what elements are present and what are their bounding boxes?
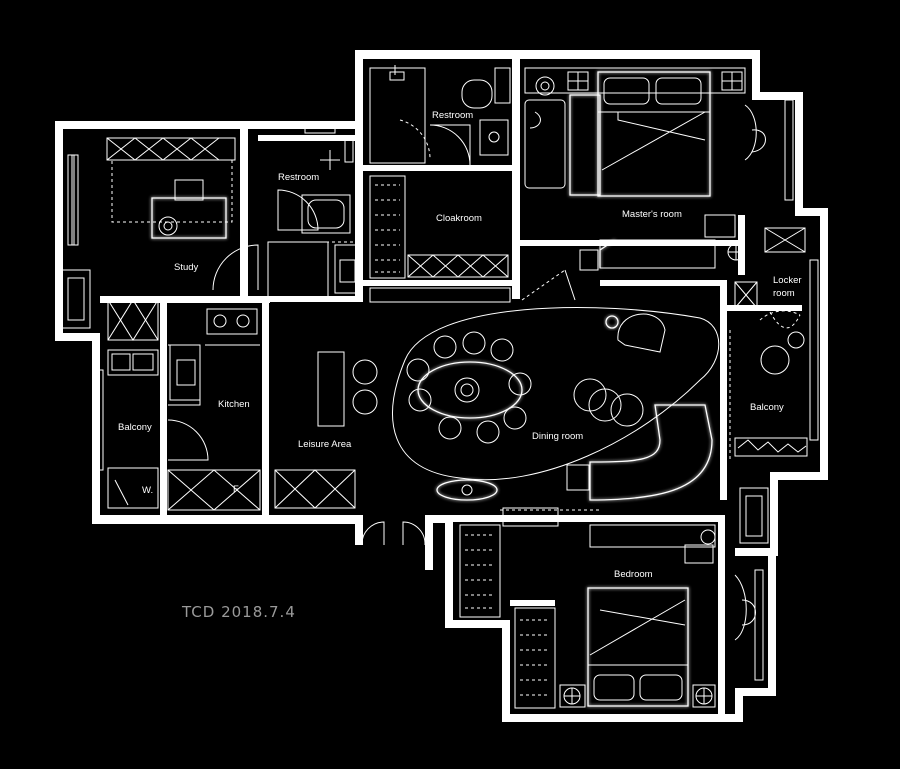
- label-kitchen: Kitchen: [218, 399, 250, 410]
- restroom-top-fixtures: [369, 65, 511, 166]
- locker-room-furniture: [734, 227, 806, 329]
- label-w-mark: W.: [142, 485, 153, 496]
- label-cloakroom: Cloakroom: [436, 213, 482, 224]
- restroom-left-fixtures: [267, 139, 361, 298]
- label-bedroom: Bedroom: [614, 569, 653, 580]
- label-balcony-left: Balcony: [118, 422, 152, 433]
- label-balcony-right: Balcony: [750, 402, 784, 413]
- study-furniture: [106, 137, 259, 341]
- balcony-left-furniture: [107, 349, 159, 509]
- room-labels: Restroom Restroom Master's room Cloakroo…: [118, 110, 802, 580]
- label-restroom-left: Restroom: [278, 172, 319, 183]
- entrance-doors: [361, 507, 600, 546]
- living-furniture: [274, 307, 731, 509]
- masters-room-furniture: [521, 67, 766, 301]
- label-restroom-top: Restroom: [432, 110, 473, 121]
- label-locker-room-1: Locker: [773, 275, 802, 286]
- kitchen-furniture: [167, 308, 267, 511]
- balcony-right-furniture: [734, 310, 808, 457]
- windows: [61, 99, 819, 681]
- label-masters-room: Master's room: [622, 209, 682, 220]
- bedroom-furniture: [459, 524, 756, 709]
- label-dining-room: Dining room: [532, 431, 583, 442]
- label-f-mark: F: [233, 484, 239, 495]
- label-study: Study: [174, 262, 199, 273]
- drawing-stamp: TCD 2018.7.4: [181, 603, 296, 621]
- label-leisure-area: Leisure Area: [298, 439, 352, 450]
- label-locker-room-2: room: [773, 288, 795, 299]
- walls: [55, 50, 828, 722]
- cloakroom-furniture: [369, 175, 516, 303]
